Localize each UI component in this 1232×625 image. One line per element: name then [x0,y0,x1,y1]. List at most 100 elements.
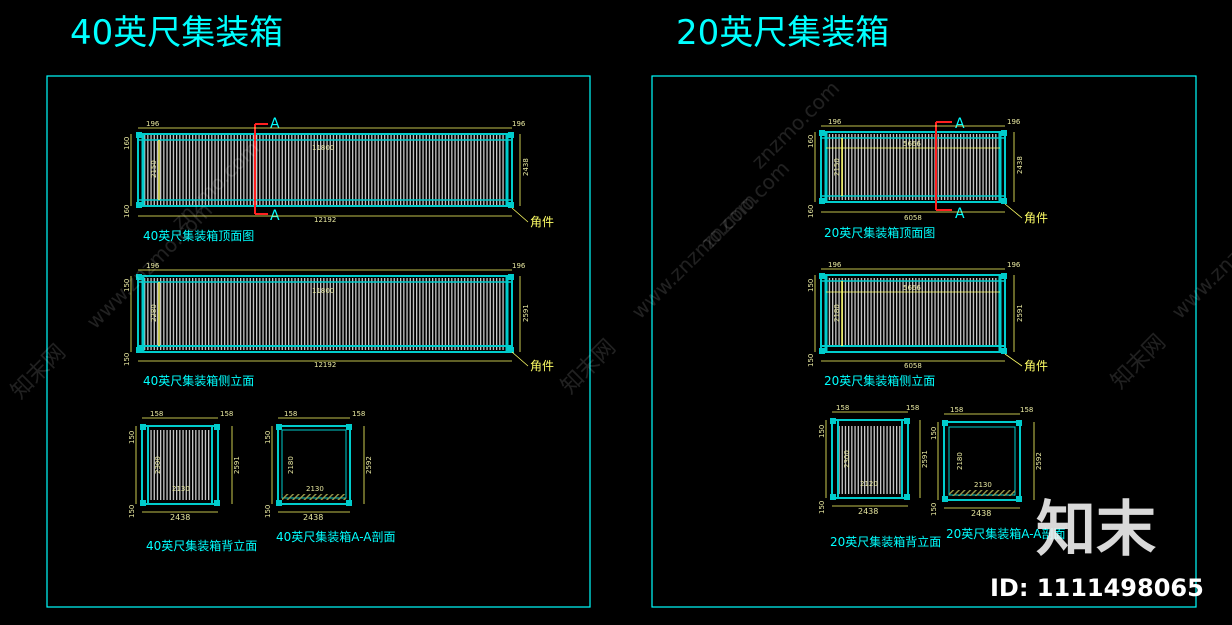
corrugation [826,278,1000,346]
dim-side-bottom: 150 [128,505,136,518]
watermark-layer: 知末网 www.znzmo.com znzmo.com 知末网 www.znzm… [7,76,1232,404]
dim-side-top: 150 [128,431,136,444]
dim-side-top: 150 [123,279,131,292]
dim-right-end: 196 [512,262,526,270]
dim-right: 158 [352,410,365,418]
back-view-40ft: 158 158 2130 2438 2300 2591 150 150 40英尺… [128,410,257,553]
dim-inner-width: 2120 [860,480,878,488]
dim-inner-length: 11800 [312,287,334,295]
dim-inner-width: 2130 [172,485,190,493]
dim-inner-height: 2180 [287,456,295,474]
caption-section-view-40ft: 40英尺集装箱A-A剖面 [276,529,396,544]
corner-fitting-label: 角件 [530,359,554,373]
corrugation [143,134,507,206]
dim-left-end: 196 [146,262,160,270]
dim-inner-height: 2300 [154,456,162,474]
caption-side-view-40ft: 40英尺集装箱侧立面 [143,373,254,388]
dim-right: 158 [1020,406,1033,414]
dim-height: 2591 [1016,304,1024,322]
dim-right-end: 196 [1007,261,1021,269]
section-view-20ft: 158 158 2130 2438 2180 2592 150 150 20英尺… [930,406,1066,541]
dim-inner-height: 2180 [833,304,841,322]
dim-side-top: 150 [807,279,815,292]
dim-left: 158 [836,404,849,412]
section-mark-top: A [955,116,965,132]
dim-side-bottom: 150 [930,503,938,516]
dim-inner-length: 5666 [903,284,921,292]
corrugation [143,278,507,350]
dim-total-width: 2438 [971,509,991,518]
dim-side-bottom: 150 [264,505,272,518]
title-40ft: 40英尺集装箱 [70,13,283,53]
dim-right-end: 196 [512,120,526,128]
dim-total-length: 12192 [314,361,336,369]
dim-side-top: 160 [123,137,131,150]
dim-total-width: 2438 [303,513,323,522]
side-view-40ft: 196 196 11800 12192 2591 2280 150 150 角件… [123,262,554,388]
dim-left: 158 [950,406,963,414]
watermark-brand: 知末网 [557,335,621,399]
dim-total-width: 2438 [858,507,878,516]
dim-side-bottom: 150 [807,354,815,367]
dim-side-bottom: 150 [123,353,131,366]
watermark-logo: 知末 [1036,495,1156,565]
section-mark-bottom: A [955,206,965,222]
frame-20ft [651,75,1197,608]
dim-inner-height: 2180 [956,452,964,470]
caption-back-view-20ft: 20英尺集装箱背立面 [830,534,941,549]
dim-left-end: 196 [146,120,160,128]
corner-fitting-label: 角件 [530,215,554,229]
dim-inner-height: 2150 [833,158,841,176]
watermark-site-www: www.znzmo.com [1167,188,1232,324]
dim-inner-length: 11800 [312,144,334,152]
dim-left-end: 196 [828,118,842,126]
dim-left: 158 [150,410,163,418]
side-view-20ft: 196 196 5666 6058 2591 2180 150 150 角件 2… [807,261,1048,388]
caption-back-view-40ft: 40英尺集装箱背立面 [146,538,257,553]
dim-inner-height: 2280 [150,304,158,322]
back-view-20ft: 158 158 2120 2438 2300 2591 150 150 20英尺… [818,404,941,549]
corrugation [148,430,212,500]
dim-side-top: 160 [807,135,815,148]
dim-side-bottom: 150 [818,501,826,514]
dim-left: 158 [284,410,297,418]
watermark-brand: 知末网 [7,340,71,404]
dim-height: 2591 [233,456,241,474]
dim-total-width: 2438 [170,513,190,522]
corrugation [826,134,1000,200]
dim-side-top: 150 [930,427,938,440]
top-view-20ft: A A 196 196 5666 6058 2438 2150 160 160 … [807,116,1048,240]
dim-inner-height: 2300 [843,450,851,468]
dim-total-length: 6058 [904,362,922,370]
dim-height: 2438 [522,158,530,176]
dim-side-bottom: 160 [123,205,131,218]
dim-side-top: 150 [264,431,272,444]
dim-right: 158 [906,404,919,412]
dim-height: 2591 [921,450,929,468]
caption-section-view-20ft: 20英尺集装箱A-A剖面 [946,526,1066,541]
dim-right: 158 [220,410,233,418]
dim-side-bottom: 160 [807,205,815,218]
frame-40ft [46,75,591,608]
section-mark-top: A [270,116,280,132]
dim-left-end: 196 [828,261,842,269]
watermark-site: znzmo.com [697,156,795,254]
caption-top-view-40ft: 40英尺集装箱顶面图 [143,228,254,243]
dim-total-length: 6058 [904,214,922,222]
dim-right-end: 196 [1007,118,1021,126]
title-20ft: 20英尺集装箱 [676,13,889,53]
corrugation [838,426,902,494]
dim-height: 2591 [522,304,530,322]
caption-top-view-20ft: 20英尺集装箱顶面图 [824,225,935,240]
dim-inner-width: 2130 [306,485,324,493]
dim-inner-height: 2150 [150,160,158,178]
dim-height: 2592 [1035,452,1043,470]
caption-side-view-20ft: 20英尺集装箱侧立面 [824,373,935,388]
watermark-brand: 知末网 [1107,330,1171,394]
dim-inner-length: 5666 [903,140,921,148]
section-view-40ft: 158 158 2130 2438 2180 2592 150 150 40英尺… [264,410,396,544]
logo-text: 知末 [1036,495,1156,565]
dim-total-length: 12192 [314,216,336,224]
top-view-40ft: A A 196 196 11800 12192 2438 2150 160 16… [123,116,554,243]
